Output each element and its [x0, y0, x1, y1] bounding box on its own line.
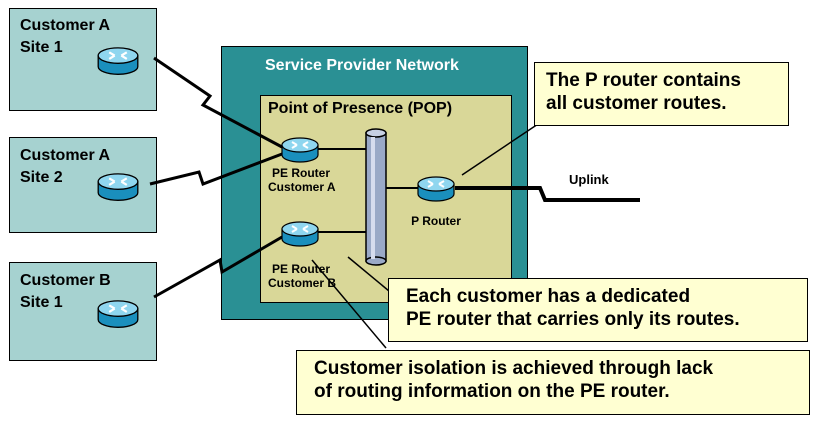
callout-dedicated-line1: Each customer has a dedicated: [406, 286, 691, 307]
uplink-label: Uplink: [569, 172, 609, 187]
callout-isolation: Customer isolation is achieved through l…: [296, 350, 810, 415]
callout-dedicated: Each customer has a dedicated PE router …: [388, 278, 808, 342]
callout-isolation-line2: of routing information on the PE router.: [314, 381, 670, 402]
router-icon-pe-b: [281, 221, 319, 247]
router-icon-p: [417, 176, 455, 202]
pe-router-b-label-line1: PE Router: [271, 262, 330, 276]
uplink-serial-link: [455, 186, 640, 202]
customer-b-site-1-box: Customer B Site 1: [9, 262, 157, 361]
callout-p-router-line1: The P router contains: [546, 70, 741, 91]
pe-router-b-label-line2: Customer B: [268, 276, 337, 290]
router-icon-pe-a: [281, 137, 319, 163]
callout-isolation-line1: Customer isolation is achieved through l…: [314, 358, 714, 379]
callout-isolation-pointer: [311, 259, 387, 349]
site-label-line1: Customer A: [20, 147, 111, 164]
callout-p-router: The P router contains all customer route…: [534, 62, 789, 126]
pe-router-a-label-line1: PE Router: [271, 166, 330, 180]
pe-router-a-label-line2: Customer A: [268, 180, 336, 194]
pe-router-a-label: PE Router Customer A: [268, 166, 336, 194]
site-label-line2: Site 2: [20, 169, 63, 186]
router-icon-site-b1: [97, 299, 139, 329]
callout-dedicated-line2: PE router that carries only its routes.: [406, 309, 740, 330]
service-provider-title: Service Provider Network: [265, 57, 459, 74]
serial-link-a2: [149, 152, 283, 186]
pe-router-b-label: PE Router Customer B: [268, 262, 337, 290]
site-label-line2: Site 1: [20, 39, 63, 56]
backbone-bus-icon: [365, 128, 387, 266]
router-icon-site-a2: [97, 172, 139, 202]
router-icon-site-a1: [97, 46, 139, 76]
callout-p-router-line2: all customer routes.: [546, 93, 727, 114]
serial-link-a1: [153, 56, 283, 149]
site-label-line2: Site 1: [20, 294, 63, 311]
serial-link-b1: [153, 235, 283, 299]
site-label-line1: Customer B: [20, 272, 111, 289]
p-router-label: P Router: [411, 214, 461, 228]
pop-title: Point of Presence (POP): [268, 100, 453, 117]
site-label-line1: Customer A: [20, 17, 111, 34]
callout-dedicated-pointer: [347, 256, 396, 297]
